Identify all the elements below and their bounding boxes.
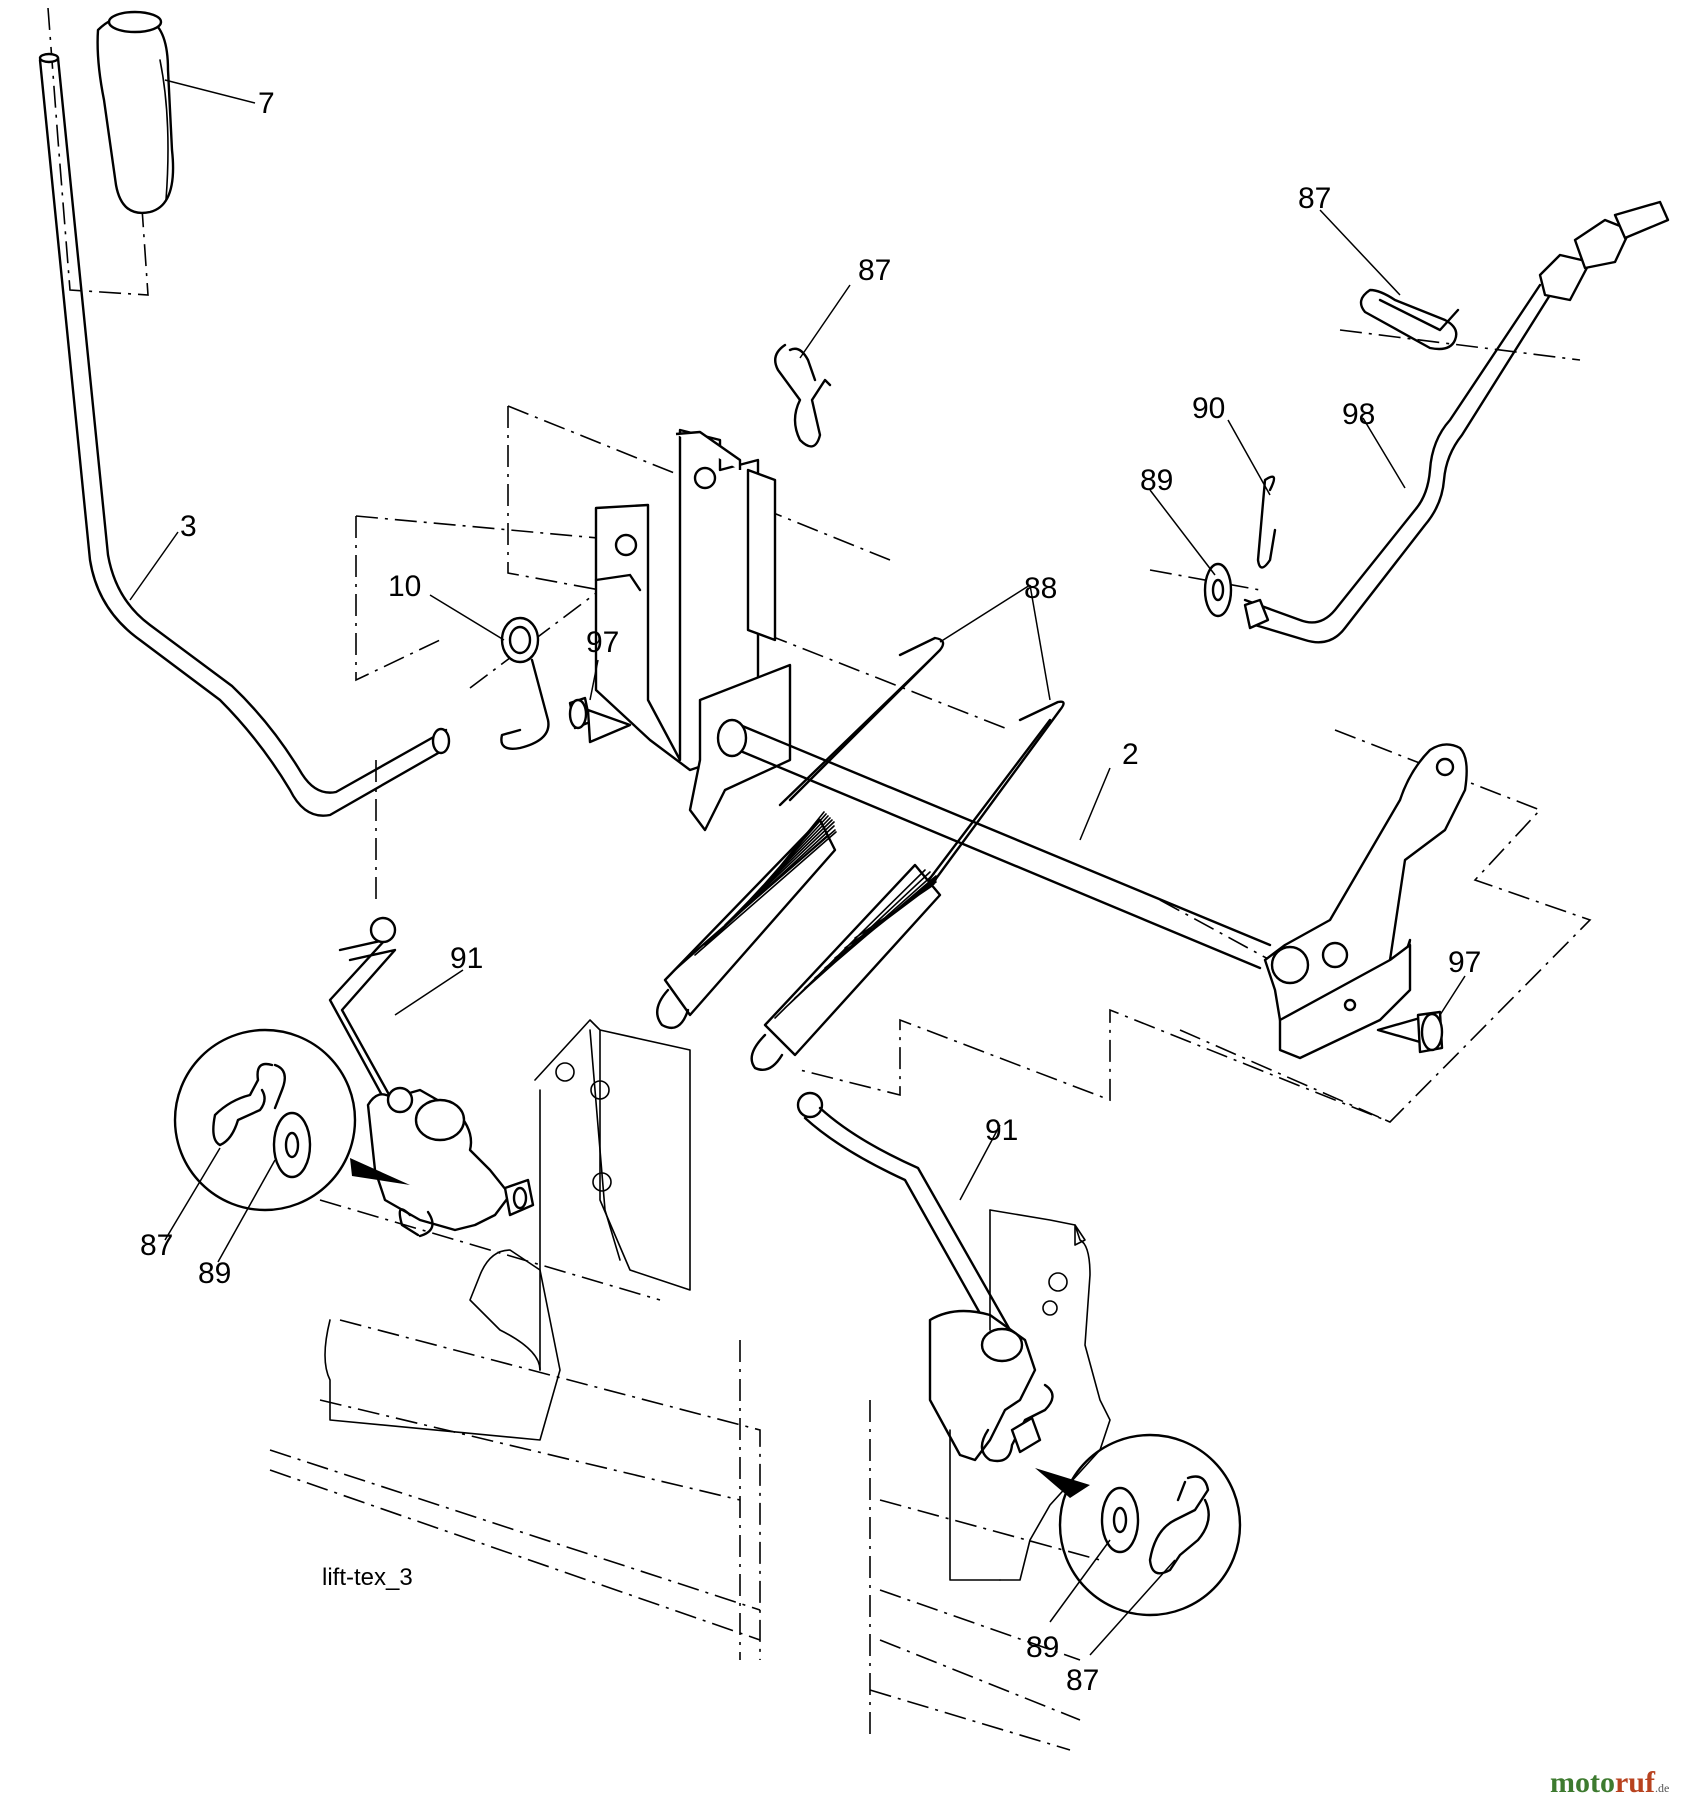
bolt-right: [1376, 1010, 1444, 1054]
callout-90: 90: [1192, 392, 1225, 425]
washer-detail-left: [272, 1111, 312, 1179]
hairpin-clip-detail-right: [1148, 1475, 1210, 1575]
callout-98: 98: [1342, 398, 1375, 431]
linkage-rod: [1243, 200, 1670, 644]
callout-97-left: 97: [586, 626, 619, 659]
callout-89-detail-left: 89: [198, 1257, 231, 1290]
frame-plate-left: [324, 1019, 691, 1441]
extension-springs: [656, 636, 1065, 1072]
washer-89-top: [1203, 562, 1233, 618]
callout-91-right: 91: [985, 1114, 1018, 1147]
guide-lines: [47, 7, 1592, 1751]
watermark-part2: ruf: [1615, 1766, 1656, 1799]
washer-detail-right: [1100, 1486, 1140, 1554]
callout-91-left: 91: [450, 942, 483, 975]
drawing-reference: lift-tex_3: [322, 1564, 413, 1591]
callout-3: 3: [180, 510, 197, 543]
callout-97-right: 97: [1448, 946, 1481, 979]
lever-grip: [96, 10, 175, 215]
callout-88: 88: [1024, 572, 1057, 605]
leader-lines: [129, 79, 1466, 1656]
hairpin-90: [1256, 475, 1277, 569]
lift-lever: [38, 52, 451, 817]
bolt-left: [568, 696, 632, 744]
callout-89-detail-right: 89: [1026, 1631, 1059, 1664]
shaft-bracket-right: [1263, 743, 1468, 1060]
watermark: motoruf.de: [1550, 1766, 1669, 1799]
lift-arm-left: [328, 916, 535, 1238]
callout-87-right: 87: [1298, 182, 1331, 215]
frame-plate-right: [949, 1209, 1111, 1581]
hairpin-clip-detail-left: [212, 1062, 286, 1147]
callout-87-top: 87: [858, 254, 891, 287]
callout-7: 7: [258, 87, 275, 120]
callout-2: 2: [1122, 738, 1139, 771]
lift-arm-right: [796, 1091, 1054, 1463]
hairpin-clip-top: [774, 343, 832, 448]
spring-coil-left: [656, 811, 837, 1030]
callout-10: 10: [388, 570, 421, 603]
detail-circle-right: [1035, 1433, 1242, 1617]
watermark-suffix: .de: [1655, 1781, 1669, 1795]
torsion-spring: [500, 616, 550, 750]
mounting-bracket: [594, 428, 792, 832]
callout-87-detail-left: 87: [140, 1229, 173, 1262]
detail-circle-left: [173, 1028, 410, 1212]
callout-87-detail-right: 87: [1066, 1664, 1099, 1697]
callout-89-top: 89: [1140, 464, 1173, 497]
callout-labels: 7 3 87 10 97 88 87 90 98 89 2 97 91 87 8…: [140, 87, 1481, 1697]
hairpin-clip-right: [1359, 288, 1460, 351]
watermark-part1: moto: [1550, 1766, 1615, 1799]
spring-coil-right: [750, 863, 942, 1072]
